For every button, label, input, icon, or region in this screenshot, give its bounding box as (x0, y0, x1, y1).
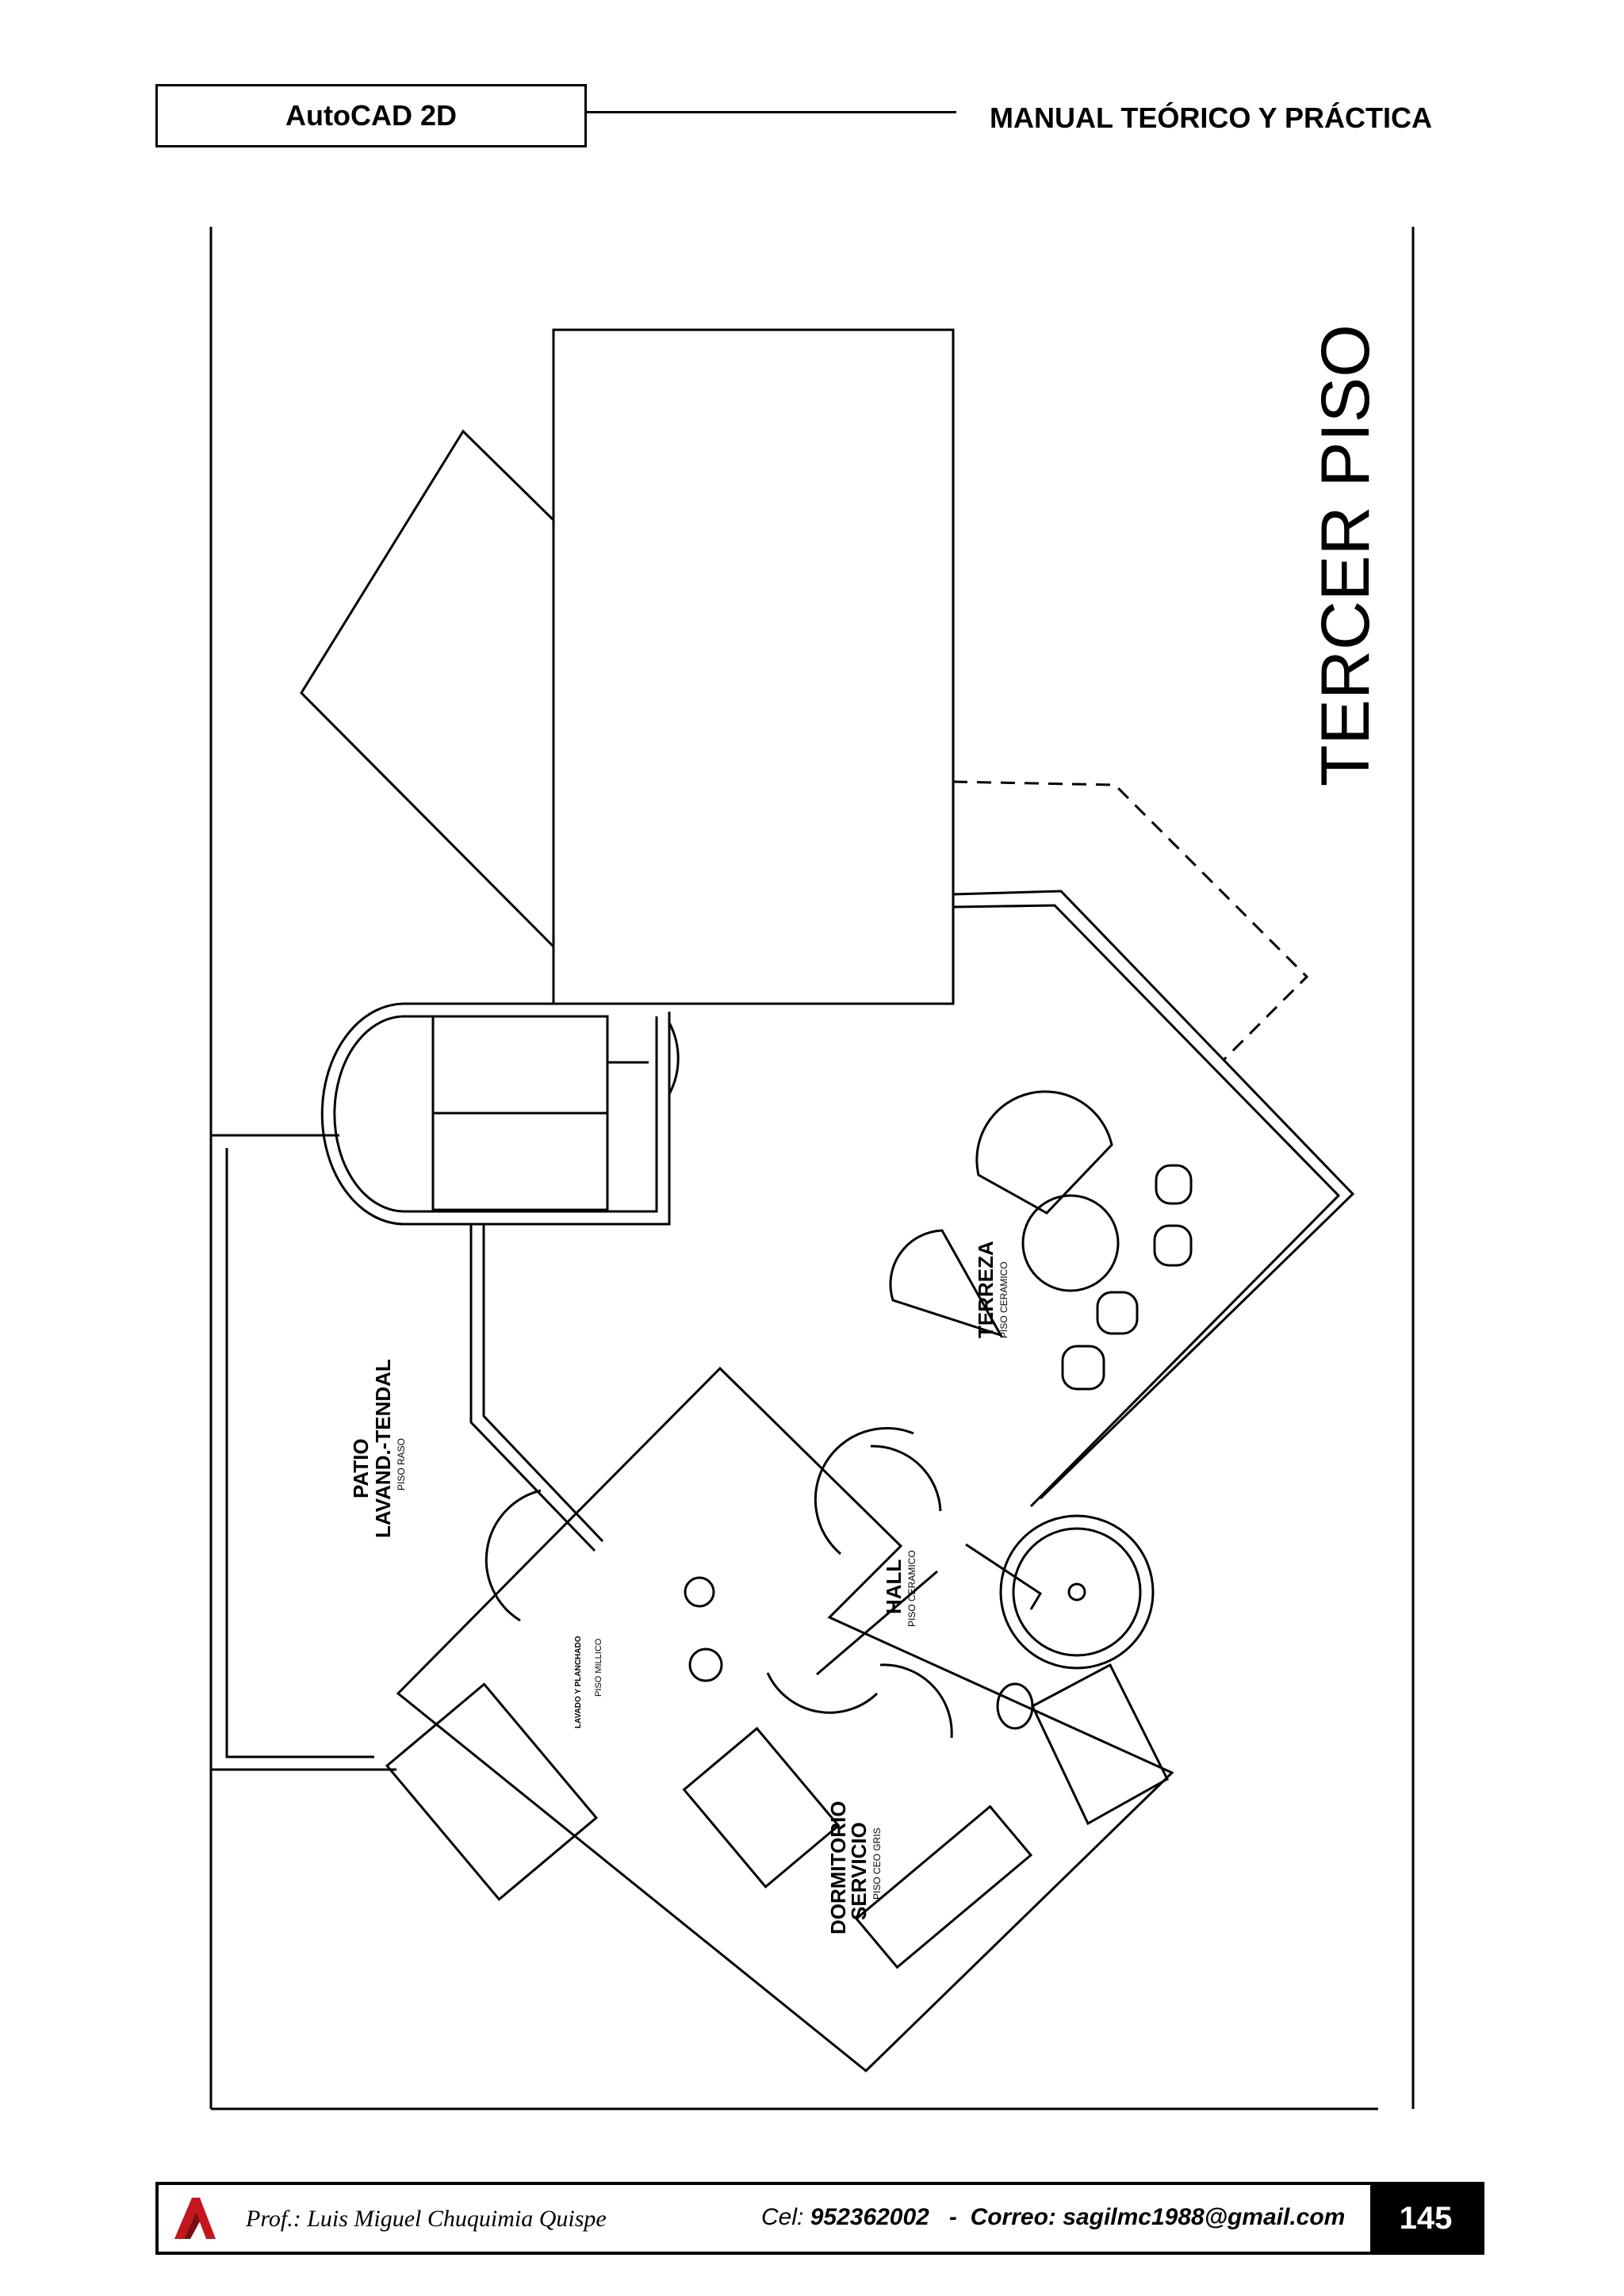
shower-roof (1031, 1663, 1169, 1826)
footer-author: Prof.: Luis Miguel Chuquimia Quispe (246, 2206, 607, 2232)
bed (682, 1727, 841, 1888)
bath-door-swing (879, 1663, 953, 1739)
terrace-name: TERREZA (974, 1241, 998, 1338)
hall-label: HALL PISO CERAMICO (882, 1550, 917, 1627)
lounge-chair-1 (975, 1090, 1113, 1215)
lounge-chair-2 (889, 1229, 1004, 1337)
header-left-box: AutoCAD 2D (155, 84, 587, 147)
service-block-outline (396, 1366, 1174, 2073)
spiral-stair-inner (1012, 1527, 1142, 1657)
stair-door-swing (668, 1022, 680, 1095)
header-left-title: AutoCAD 2D (285, 99, 457, 132)
terrace-inner-wall (952, 904, 1341, 1508)
laundry-floor-type: PISO MILLICO (594, 1638, 603, 1697)
header-right-title: MANUAL TEÓRICO Y PRÁCTICA (990, 101, 1433, 134)
chair-4 (1061, 1345, 1105, 1391)
footer-email-label: Correo: (970, 2204, 1056, 2230)
corridor-left-wall (469, 1224, 596, 1552)
terrace-label: TERREZA PISO CERAMICO (974, 1241, 1009, 1338)
bedroom-door-swing (766, 1672, 879, 1714)
washer (684, 1576, 715, 1608)
patio-label: PATIO LAVAND.-TENDAL PISO RASO (349, 1359, 407, 1538)
footer-cel-value: 952362002 (810, 2204, 929, 2230)
laundry-name: LAVADO Y PLANCHADO (574, 1636, 583, 1728)
hall-door-swing-2 (870, 1445, 942, 1512)
dashed-roof-edge (952, 780, 1309, 1061)
wardrobe (854, 1804, 1033, 1969)
sink-round (688, 1647, 723, 1682)
footer-email-value: sagilmc1988@gmail.com (1063, 2204, 1346, 2230)
round-table (1021, 1194, 1120, 1292)
patio-floor-type: PISO RASO (396, 1438, 407, 1490)
corridor-left-inner-wall (482, 1224, 604, 1543)
footer-cel-label: Cel: (761, 2204, 804, 2230)
chair-3 (1096, 1291, 1139, 1335)
spiral-stair (999, 1514, 1155, 1670)
terrace-floor-type: PISO CERAMICO (998, 1261, 1009, 1338)
bedroom-name-1: DORMITORIO (826, 1800, 850, 1934)
patio-wall (225, 1148, 374, 1758)
patio-name-2: LAVAND.-TENDAL (371, 1359, 395, 1538)
stair-tower-wall (320, 1002, 671, 1226)
stair-tower-inner-wall (333, 1015, 658, 1213)
laundry-sink-counter (385, 1682, 599, 1901)
bedroom-floor-type: PISO CEO GRIS (871, 1827, 883, 1900)
roof-wing (300, 429, 555, 948)
header-rule (587, 111, 956, 113)
chair-2 (1153, 1224, 1193, 1267)
hall-divider-wall (816, 1570, 938, 1676)
spiral-stair-core (1067, 1582, 1086, 1601)
hall-floor-type: PISO CERAMICO (906, 1550, 917, 1627)
hall-name: HALL (882, 1559, 906, 1614)
bedroom-name-2: SERVICIO (847, 1822, 871, 1920)
autocad-logo-icon (174, 2198, 216, 2239)
chair-1 (1155, 1164, 1193, 1205)
footer-bar: Prof.: Luis Miguel Chuquimia Quispe Cel:… (155, 2182, 1484, 2255)
footer-contact: Cel: 952362002 - Correo: sagilmc1988@gma… (761, 2204, 1345, 2231)
page-number: 145 (1370, 2185, 1481, 2252)
patio-name-1: PATIO (349, 1438, 373, 1498)
roof-block (552, 328, 955, 1005)
hall-door-swing (814, 1427, 914, 1556)
patio-door-swing (485, 1489, 542, 1622)
bedroom-label: DORMITORIO SERVICIO PISO CEO GRIS (826, 1800, 883, 1934)
hall-wall-segment (965, 1543, 1043, 1610)
laundry-label: LAVADO Y PLANCHADO PISO MILLICO (574, 1636, 603, 1728)
terrace-outer-wall (952, 890, 1355, 1500)
plan-title: TERCER PISO (1308, 324, 1384, 786)
footer-separator: - (948, 2204, 957, 2230)
